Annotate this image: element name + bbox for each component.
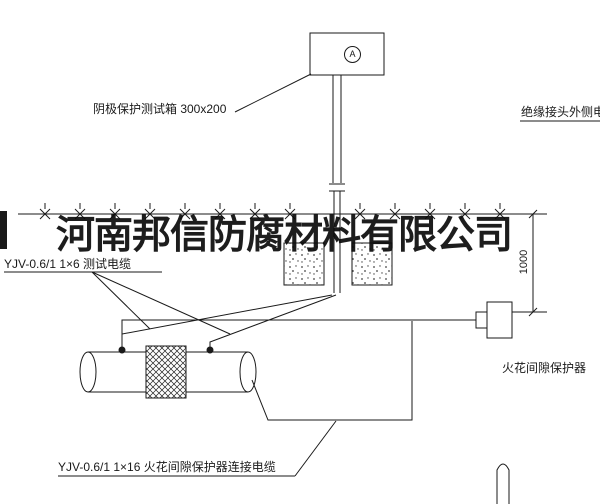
label-dimension-1000: 1000 — [518, 249, 530, 275]
label-insulated-joint-cable: 绝缘接头外侧电缆 — [521, 105, 600, 119]
test-box-leader-line — [234, 73, 312, 113]
insulating-joint — [145, 345, 187, 399]
label-test-box: 阴极保护测试箱 300x200 — [93, 102, 227, 116]
label-connect-cable: YJV-0.6/1 1×16 火花间隙保护器连接电缆 — [58, 460, 276, 474]
foundation-block-right — [351, 242, 393, 286]
test-cable-label-leaders — [4, 271, 231, 335]
label-spark-gap-protector: 火花间隙保护器 — [502, 361, 587, 375]
edge-mark — [0, 211, 7, 249]
test-box — [309, 32, 385, 76]
meter-symbol: A — [344, 46, 361, 63]
ground-line — [18, 202, 520, 220]
cable-terminal-right — [206, 346, 214, 354]
label-test-cable: YJV-0.6/1 1×6 测试电缆 — [4, 257, 132, 271]
spark-gap-protector — [475, 301, 513, 339]
test-cable-lines — [121, 294, 337, 350]
foundation-block-left — [283, 242, 325, 286]
test-post-pole — [329, 75, 345, 293]
dimension-line — [512, 209, 547, 317]
cable-terminal-left — [118, 346, 126, 354]
protector-cable-lines — [121, 319, 476, 421]
watermark-text: 河南邦信防腐材料有限公司 — [56, 214, 513, 257]
corner-riser-symbol — [496, 463, 510, 504]
connect-cable-label-leader — [58, 420, 337, 477]
